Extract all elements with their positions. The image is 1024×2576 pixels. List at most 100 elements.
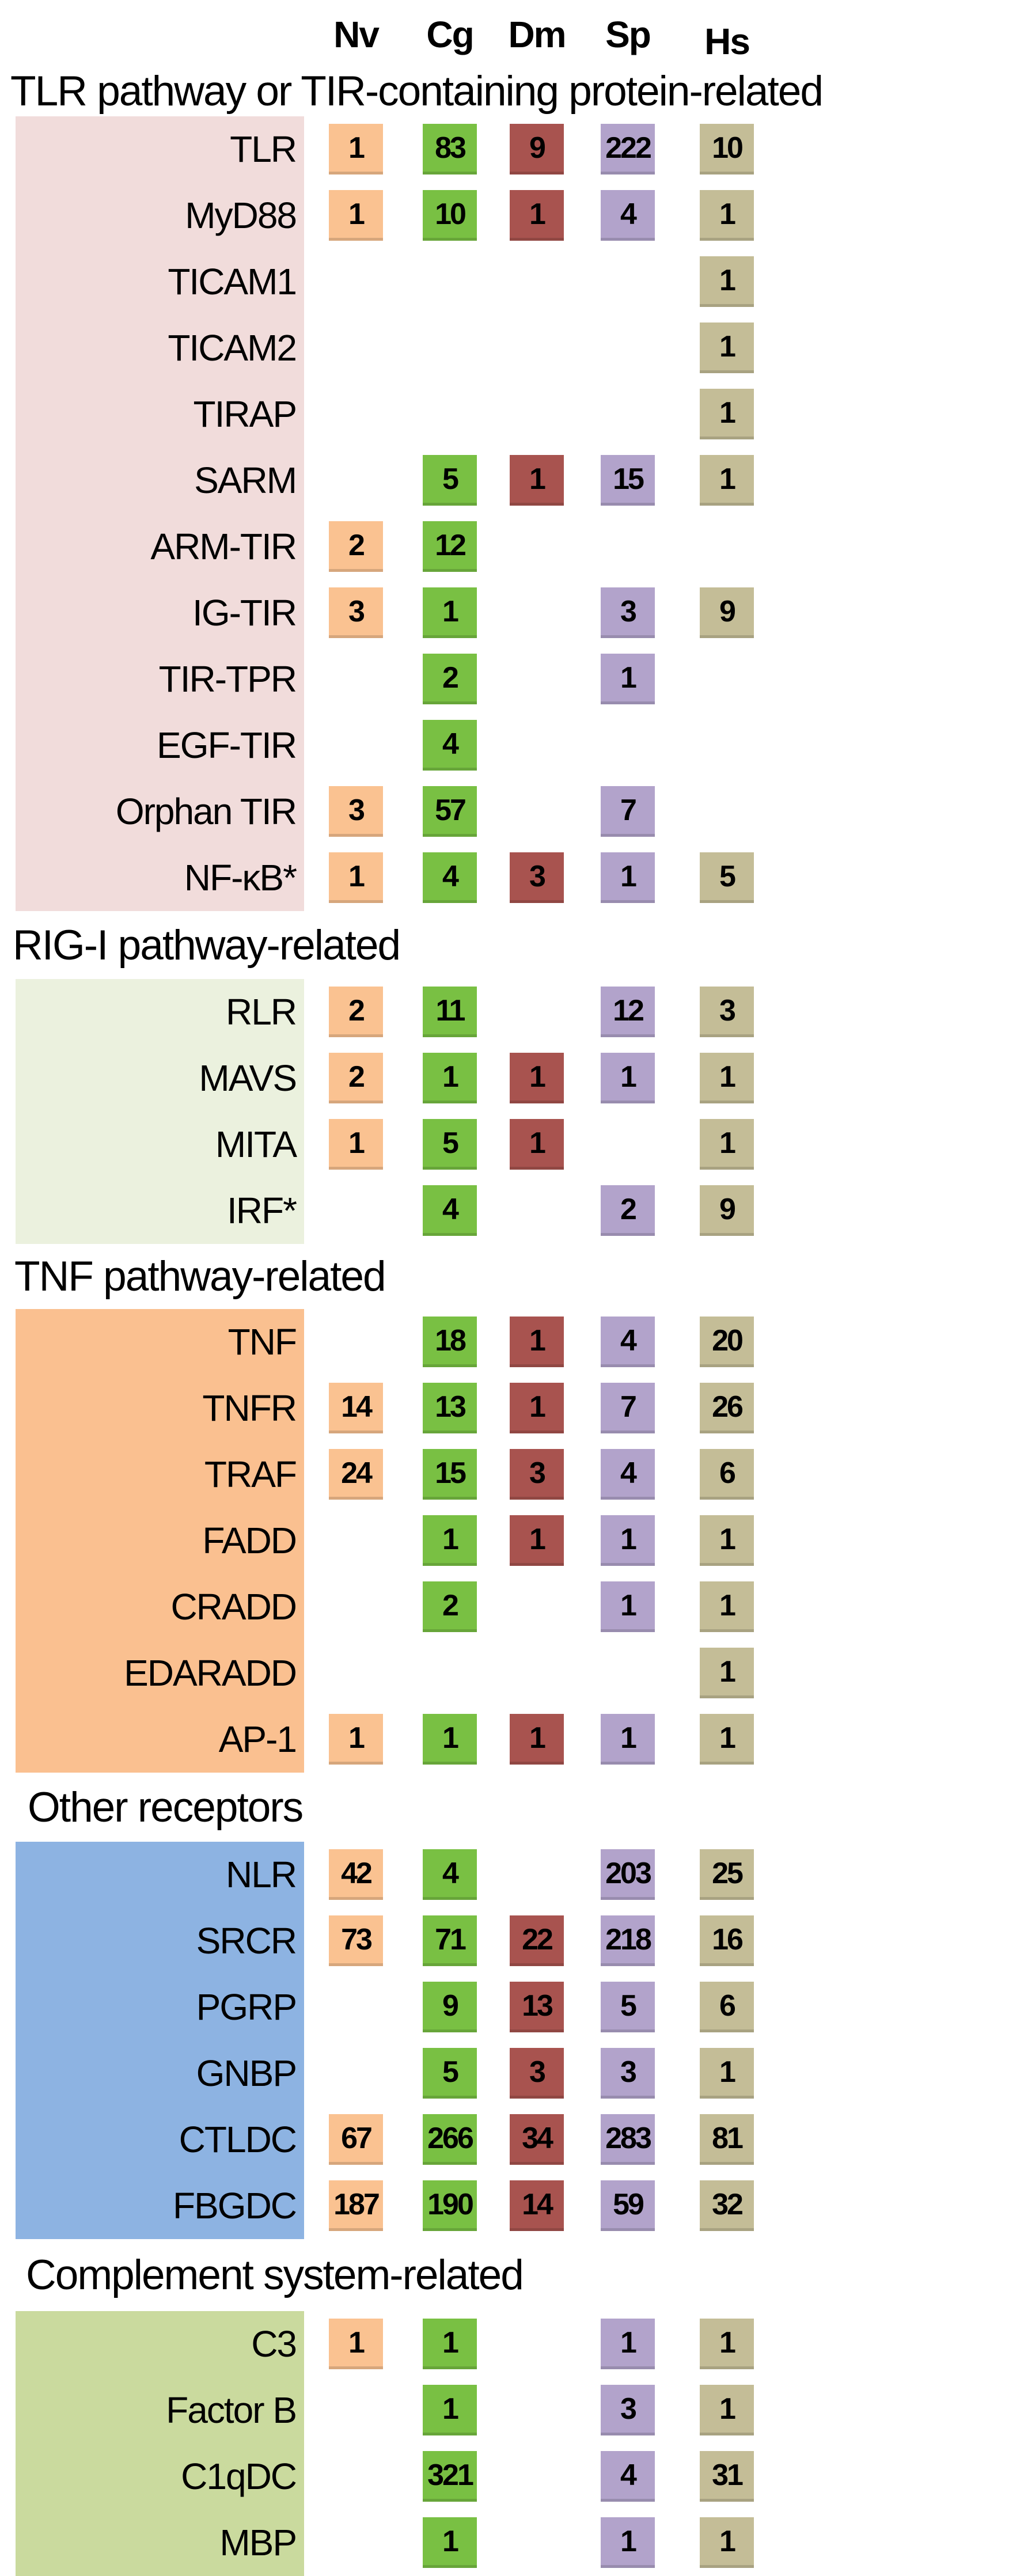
count-cell-Nv: 1 [329, 1714, 383, 1765]
count-cell-Dm: 9 [510, 124, 564, 174]
count-cell-Nv: 73 [329, 1915, 383, 1966]
row-label: EDARADD [124, 1652, 297, 1694]
count-cell-Sp: 1 [601, 1053, 655, 1103]
row-label: IG-TIR [192, 592, 297, 633]
count-cell-Hs: 1 [700, 256, 754, 307]
row-label: TNFR [202, 1387, 297, 1429]
count-cell-Hs: 1 [700, 2517, 754, 2568]
count-cell-Hs: 1 [700, 2048, 754, 2099]
section-title: Other receptors [28, 1784, 304, 1831]
row-label: MBP [219, 2522, 297, 2563]
count-cell-Sp: 203 [601, 1849, 655, 1900]
row-label: EGF-TIR [157, 724, 297, 766]
count-cell-Hs: 26 [700, 1383, 754, 1433]
column-header-Sp: Sp [605, 14, 651, 55]
count-cell-Cg: 83 [423, 124, 477, 174]
count-cell-Cg: 1 [423, 2319, 477, 2369]
count-cell-Sp: 3 [601, 2048, 655, 2099]
row-label: CTLDC [179, 2119, 297, 2160]
section-background [16, 116, 304, 911]
row-label: NF-κB* [184, 857, 297, 898]
row-label: C1qDC [181, 2456, 297, 2497]
count-cell-Hs: 25 [700, 1849, 754, 1900]
count-cell-Cg: 1 [423, 587, 477, 638]
count-cell-Hs: 9 [700, 587, 754, 638]
count-cell-Dm: 1 [510, 455, 564, 506]
section-background [16, 979, 304, 1244]
count-cell-Dm: 1 [510, 1119, 564, 1170]
row-label: C3 [251, 2323, 297, 2365]
count-cell-Sp: 15 [601, 455, 655, 506]
row-label: TICAM2 [168, 327, 297, 369]
count-cell-Cg: 2 [423, 654, 477, 704]
column-header-Hs: Hs [704, 21, 750, 62]
count-cell-Nv: 14 [329, 1383, 383, 1433]
count-cell-Hs: 1 [700, 323, 754, 373]
row-label: TRAF [204, 1454, 297, 1495]
count-cell-Sp: 1 [601, 1581, 655, 1632]
count-cell-Cg: 1 [423, 1714, 477, 1765]
count-cell-Nv: 1 [329, 852, 383, 903]
count-cell-Cg: 4 [423, 720, 477, 771]
count-cell-Sp: 1 [601, 2319, 655, 2369]
row-label: SRCR [196, 1920, 297, 1962]
count-cell-Cg: 11 [423, 987, 477, 1037]
count-cell-Nv: 1 [329, 2319, 383, 2369]
section-title: RIG-I pathway-related [13, 921, 401, 969]
count-cell-Hs: 1 [700, 455, 754, 506]
count-cell-Cg: 190 [423, 2180, 477, 2231]
count-cell-Dm: 1 [510, 1515, 564, 1566]
count-cell-Cg: 4 [423, 1185, 477, 1236]
count-cell-Cg: 5 [423, 2048, 477, 2099]
count-cell-Hs: 1 [700, 2385, 754, 2435]
count-cell-Sp: 1 [601, 852, 655, 903]
count-cell-Dm: 3 [510, 2048, 564, 2099]
count-cell-Hs: 1 [700, 2319, 754, 2369]
count-cell-Sp: 3 [601, 2385, 655, 2435]
count-cell-Sp: 7 [601, 1383, 655, 1433]
count-cell-Sp: 222 [601, 124, 655, 174]
row-label: Factor B [166, 2389, 297, 2431]
count-cell-Cg: 18 [423, 1317, 477, 1367]
row-label: TIR-TPR [158, 658, 297, 700]
count-cell-Cg: 5 [423, 1119, 477, 1170]
row-label: FBGDC [173, 2185, 297, 2226]
count-cell-Sp: 3 [601, 587, 655, 638]
row-label: PGRP [196, 1986, 297, 2028]
count-cell-Sp: 12 [601, 987, 655, 1037]
count-cell-Dm: 1 [510, 1714, 564, 1765]
row-label: AP-1 [218, 1718, 297, 1760]
count-cell-Hs: 9 [700, 1185, 754, 1236]
count-cell-Dm: 22 [510, 1915, 564, 1966]
count-cell-Hs: 81 [700, 2114, 754, 2165]
column-header-Dm: Dm [508, 14, 566, 55]
count-cell-Cg: 4 [423, 852, 477, 903]
count-cell-Dm: 3 [510, 852, 564, 903]
column-header-Nv: Nv [333, 14, 380, 55]
row-label: GNBP [196, 2053, 297, 2094]
row-label: NLR [225, 1854, 297, 1895]
count-cell-Dm: 13 [510, 1982, 564, 2032]
section-background [16, 2311, 304, 2576]
table-row: EGF-TIR 4 [0, 712, 1024, 779]
count-cell-Cg: 1 [423, 1515, 477, 1566]
